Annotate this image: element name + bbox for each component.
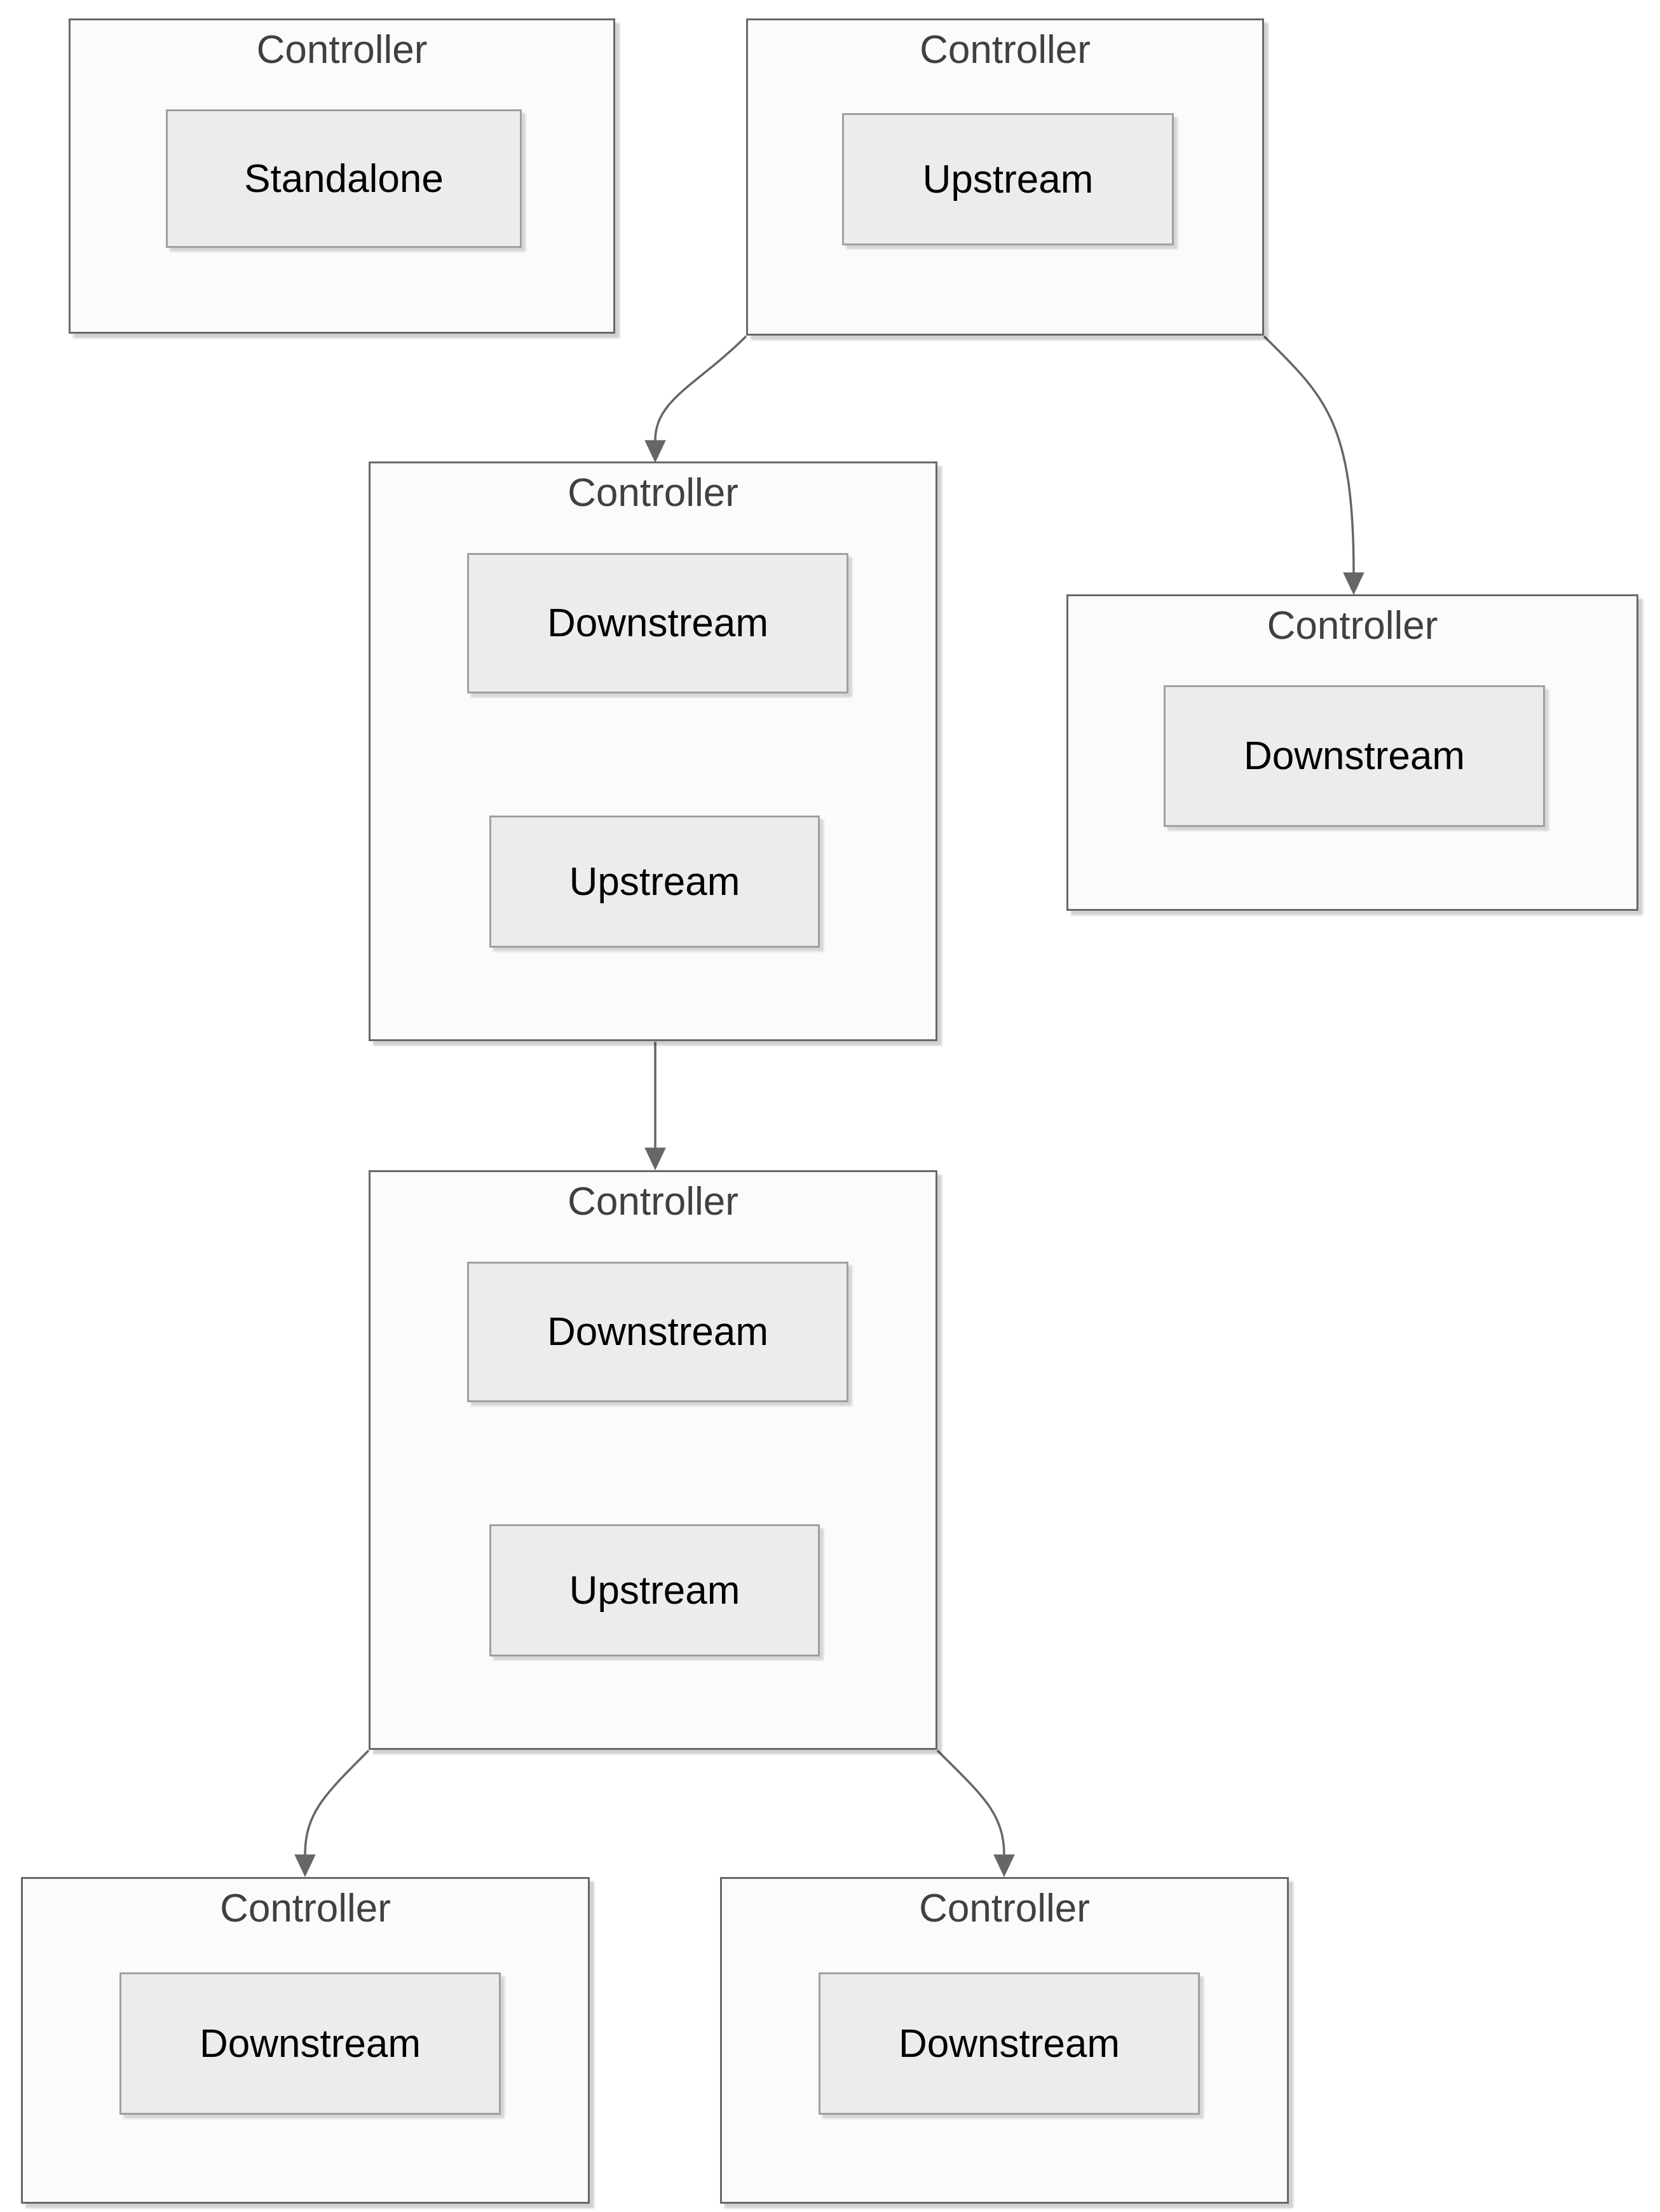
controller-node-right: Controller Downstream bbox=[1066, 594, 1638, 911]
controller-node-bottom-right: Controller Downstream bbox=[720, 1877, 1289, 2204]
edge-root-to-mid-upper bbox=[644, 335, 747, 463]
edge-root-to-right bbox=[1263, 335, 1364, 596]
component-upstream: Upstream bbox=[842, 113, 1174, 245]
controller-title: Controller bbox=[919, 1887, 1090, 1930]
edge-mid-lower-to-bottom-right bbox=[936, 1749, 1015, 1878]
component-downstream: Downstream bbox=[467, 553, 848, 693]
controller-node-standalone: Controller Standalone bbox=[69, 18, 615, 334]
component-downstream: Downstream bbox=[467, 1262, 848, 1402]
edge-mid-lower-to-bottom-left bbox=[294, 1749, 370, 1878]
controller-title: Controller bbox=[220, 1887, 391, 1930]
component-downstream: Downstream bbox=[119, 1972, 501, 2115]
component-downstream: Downstream bbox=[1164, 685, 1545, 827]
controller-title: Controller bbox=[920, 28, 1091, 72]
controller-node-bottom-left: Controller Downstream bbox=[21, 1877, 590, 2204]
edge-mid-upper-to-mid-lower bbox=[644, 1042, 666, 1171]
controller-node-root: Controller Upstream bbox=[746, 18, 1264, 336]
controller-title: Controller bbox=[1267, 604, 1438, 648]
controller-title: Controller bbox=[256, 28, 428, 72]
component-standalone: Standalone bbox=[166, 109, 522, 248]
component-downstream: Downstream bbox=[819, 1972, 1200, 2115]
controller-title: Controller bbox=[568, 1180, 738, 1224]
component-upstream: Upstream bbox=[489, 816, 820, 948]
controller-node-mid-lower: Controller Downstream Upstream bbox=[369, 1170, 937, 1750]
component-upstream: Upstream bbox=[489, 1524, 820, 1656]
controller-node-mid-upper: Controller Downstream Upstream bbox=[369, 461, 937, 1041]
controller-title: Controller bbox=[568, 471, 738, 515]
